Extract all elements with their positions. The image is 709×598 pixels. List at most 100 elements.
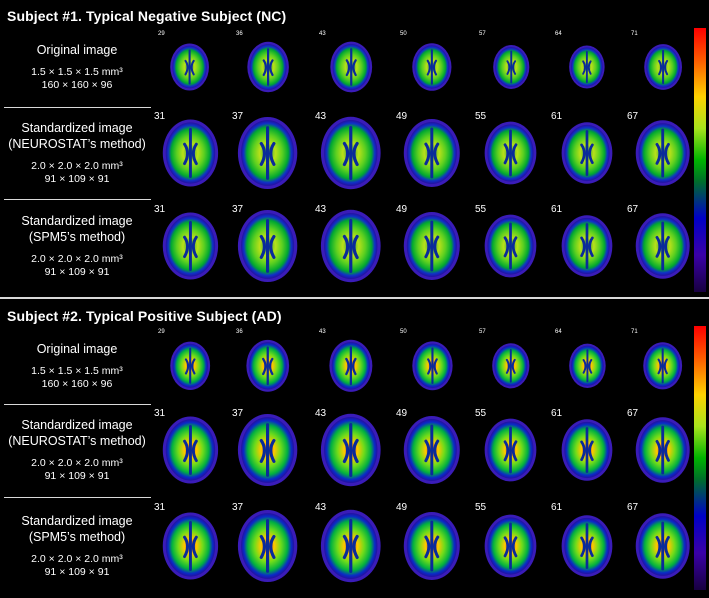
slice-number: 37 [232,204,244,215]
matrix-dims: 160 × 160 × 96 [41,79,113,91]
slice-number: 37 [232,502,244,513]
brain-slice [402,206,462,286]
subject-1-title: Subject #1. Typical Negative Subject (NC… [7,8,287,24]
voxel-size: 1.5 × 1.5 × 1.5 mm³ [31,365,123,377]
slice-number: 49 [396,408,408,419]
row-label: Original image 1.5 × 1.5 × 1.5 mm³ 160 ×… [0,30,154,104]
s2-row-original: Original image 1.5 × 1.5 × 1.5 mm³ 160 ×… [0,330,690,402]
row-label-line-1: Standardized image [21,121,133,135]
brain-slice [568,39,606,95]
row-label-line-2: (NEUROSTAT’s method) [8,434,146,448]
brain-slice [568,337,607,395]
section-separator [0,297,709,299]
slice-number: 64 [555,31,562,37]
slice-number: 71 [631,329,638,335]
slice-number: 50 [400,329,407,335]
row-separator [4,107,151,108]
row-label-line-2: (SPM5’s method) [28,230,126,244]
brain-slice [169,337,211,395]
brain-slice [411,337,454,395]
brain-slice [483,113,538,193]
slice-number: 61 [551,502,563,513]
slice-number: 55 [475,204,487,215]
brain-slice [169,39,210,95]
s2-row-neurostat: Standardized image (NEUROSTAT’s method) … [0,406,690,494]
row-label-line-2: (NEUROSTAT’s method) [8,137,146,151]
slice-number: 49 [396,502,408,513]
voxel-size: 2.0 × 2.0 × 2.0 mm³ [31,553,123,565]
s1-row-neurostat: Standardized image (NEUROSTAT’s method) … [0,110,690,196]
brain-slice [492,39,531,95]
voxel-size: 2.0 × 2.0 × 2.0 mm³ [31,253,123,265]
brain-slice [329,39,373,95]
slice-number: 43 [319,329,326,335]
voxel-size: 2.0 × 2.0 × 2.0 mm³ [31,457,123,469]
brain-slice [411,39,453,95]
slice-number: 49 [396,204,408,215]
matrix-dims: 91 × 109 × 91 [44,470,110,482]
brain-slice [491,337,531,395]
brain-slice [161,506,220,586]
matrix-dims: 91 × 109 × 91 [44,266,110,278]
row-label-text: Original image [36,342,118,356]
brain-slice [560,410,614,490]
slice-number: 31 [154,111,166,122]
brain-slice [634,206,691,286]
slice-number: 29 [158,31,165,37]
slice-number: 61 [551,204,563,215]
row-separator [4,199,151,200]
slice-number: 64 [555,329,562,335]
row-label: Standardized image (NEUROSTAT’s method) … [0,110,154,196]
brain-slice [560,206,614,286]
slice-number: 43 [319,31,326,37]
matrix-dims: 160 × 160 × 96 [41,378,113,390]
brain-slice [319,410,383,490]
slice-number: 31 [154,204,166,215]
slice-number: 29 [158,329,165,335]
brain-slice [483,206,538,286]
subject-2-title: Subject #2. Typical Positive Subject (AD… [7,308,282,324]
brain-slice [560,113,614,193]
slice-number: 55 [475,408,487,419]
brain-slice [246,39,290,95]
matrix-dims: 91 × 109 × 91 [44,173,110,185]
row-separator [4,497,151,498]
brain-slice [560,506,614,586]
slice-number: 67 [627,502,639,513]
brain-slice [236,506,299,586]
slice-number: 36 [236,31,243,37]
row-label: Original image 1.5 × 1.5 × 1.5 mm³ 160 ×… [0,330,154,402]
slice-number: 43 [315,502,327,513]
brain-slice [161,206,220,286]
row-label: Standardized image (SPM5’s method) 2.0 ×… [0,500,154,592]
slice-number: 67 [627,408,639,419]
slice-number: 31 [154,408,166,419]
brain-slice [643,39,683,95]
slice-number: 57 [479,31,486,37]
brain-slice [161,410,220,490]
row-label-text: Original image [36,43,118,57]
slice-number: 49 [396,111,408,122]
s1-row-original: Original image 1.5 × 1.5 × 1.5 mm³ 160 ×… [0,30,690,104]
slice-number: 37 [232,408,244,419]
brain-slice [634,506,691,586]
brain-slice [642,337,683,395]
voxel-size: 2.0 × 2.0 × 2.0 mm³ [31,160,123,172]
row-label: Standardized image (SPM5’s method) 2.0 ×… [0,202,154,290]
brain-slice [634,410,691,490]
row-label-line-1: Standardized image [21,214,133,228]
brain-slice [402,506,462,586]
s1-row-spm5: Standardized image (SPM5’s method) 2.0 ×… [0,202,690,290]
brain-slice [402,410,462,490]
colorbar-subject-2 [694,326,706,590]
slice-number: 31 [154,502,166,513]
brain-slice [236,206,299,286]
row-label-line-1: Standardized image [21,418,133,432]
s2-row-spm5: Standardized image (SPM5’s method) 2.0 ×… [0,500,690,592]
slice-number: 71 [631,31,638,37]
slice-number: 55 [475,502,487,513]
row-label: Standardized image (NEUROSTAT’s method) … [0,406,154,494]
slice-number: 37 [232,111,244,122]
row-label-line-2: (SPM5’s method) [28,530,126,544]
row-label-line-1: Standardized image [21,514,133,528]
